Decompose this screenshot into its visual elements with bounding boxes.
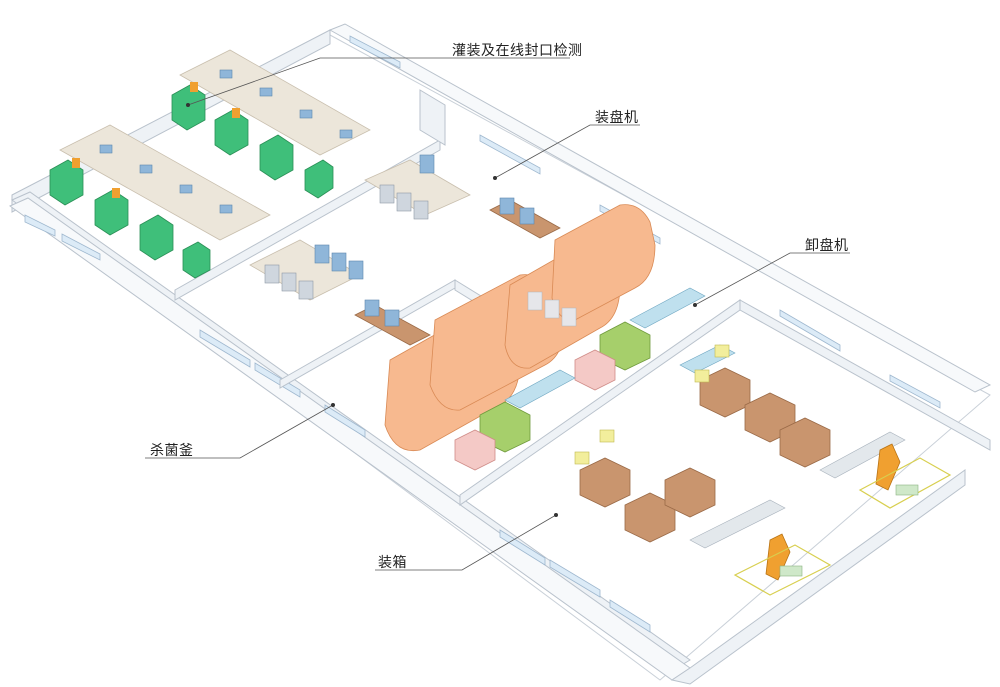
retort-vessels [384, 204, 656, 452]
leader-filling [187, 57, 570, 106]
filling-area [49, 49, 371, 279]
leader-retort [145, 404, 334, 459]
leader-lines [145, 57, 850, 571]
label-tray-loader: 装盘机 [595, 110, 639, 126]
tray-loader-area [249, 154, 561, 346]
label-case-packing: 装箱 [378, 555, 407, 571]
front-wall-windows [24, 214, 651, 633]
retort [384, 204, 656, 452]
label-retort: 杀菌釜 [150, 443, 194, 459]
filling-machine [49, 159, 211, 279]
leader-tray-unloader [694, 252, 850, 306]
leader-case-packing [375, 514, 557, 571]
label-filling: 灌装及在线封口检测 [452, 43, 583, 59]
filling-machine [171, 84, 334, 199]
label-tray-unloader: 卸盘机 [805, 238, 849, 254]
leader-tray-loader [494, 124, 640, 179]
case-packing-area [574, 344, 952, 596]
